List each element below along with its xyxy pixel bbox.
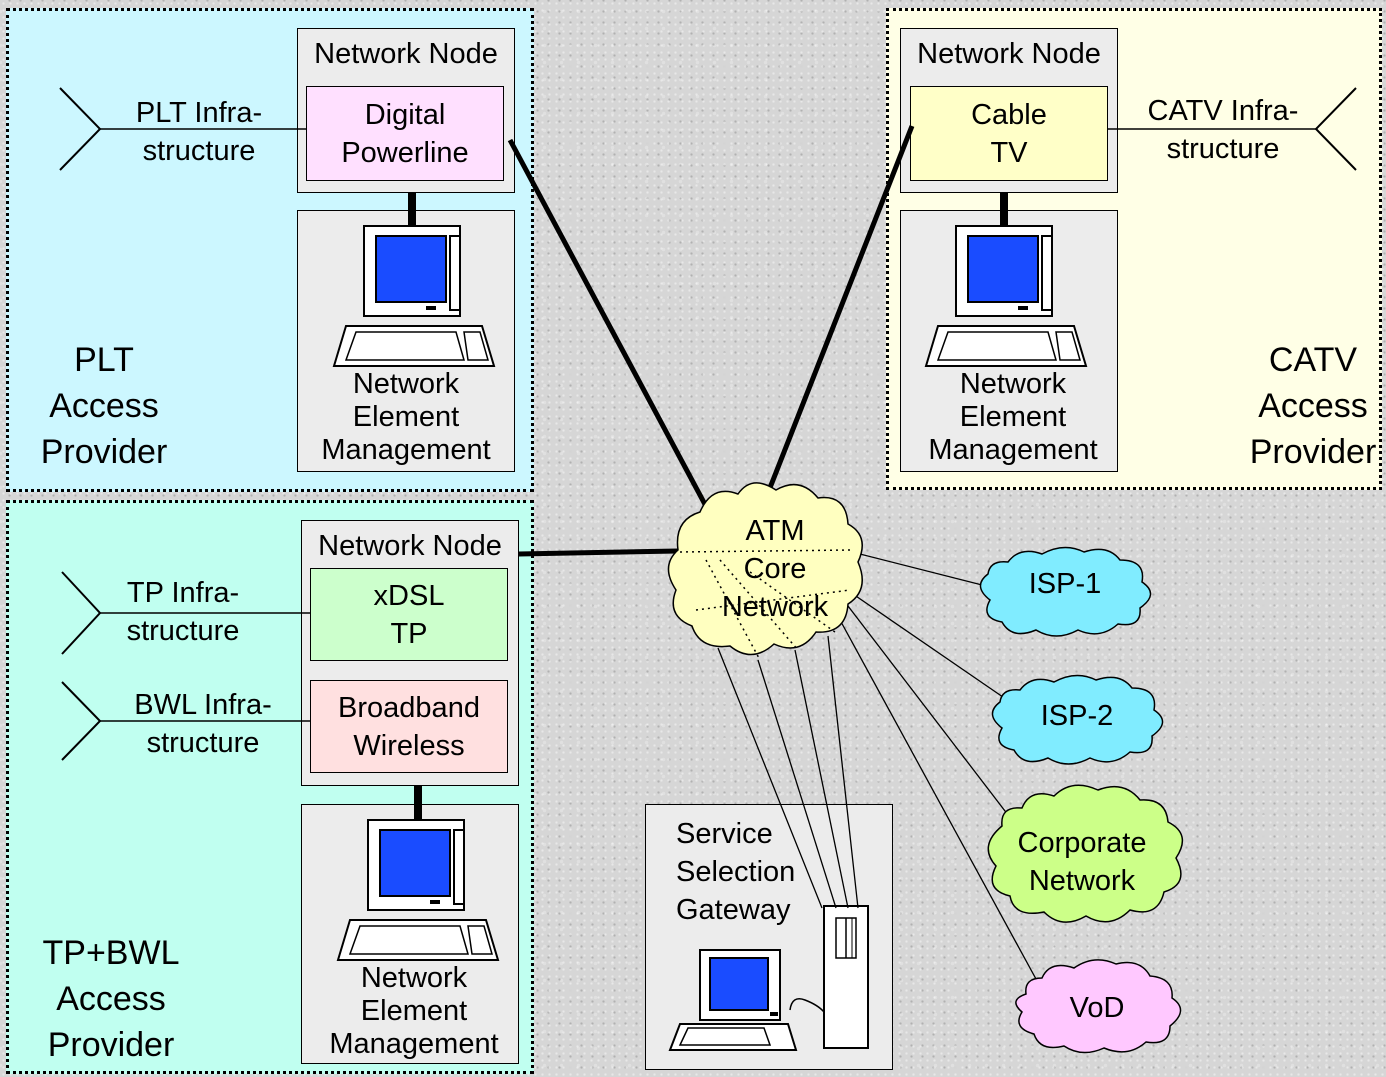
bwl-infra-chevron — [61, 681, 102, 761]
isp-2-cloud — [991, 674, 1164, 765]
plt-node-title: Network Node — [314, 38, 498, 70]
atm-core-network-cloud — [667, 482, 863, 661]
plt-computer-icon — [333, 225, 495, 367]
vod-cloud — [1015, 959, 1182, 1054]
tp-infra-chevron — [61, 571, 102, 655]
cable-tv-line1: Cable — [971, 98, 1047, 131]
cable-tv-line2: TV — [990, 136, 1028, 169]
broadband-wireless-line1: Broadband — [338, 691, 480, 724]
tpbwl-node-title: Network Node — [318, 530, 502, 562]
catv-trunk-line — [763, 125, 915, 499]
xdsl-line1: xDSL — [373, 579, 445, 612]
catv-infra-chevron — [1314, 87, 1357, 171]
vod-label: VoD — [1069, 992, 1125, 1024]
plt-infra-label: PLT Infra-structure — [135, 97, 263, 167]
service-links — [839, 551, 1043, 991]
broadband-wireless-line2: Wireless — [353, 729, 465, 762]
digital-powerline-line1: Digital — [364, 98, 446, 131]
plt-node-nem-connector — [408, 193, 416, 231]
catv-infra-label: CATV Infra-structure — [1147, 95, 1299, 165]
ssg-links — [717, 635, 859, 909]
tp-infra-label: TP Infra-structure — [126, 577, 240, 647]
bwl-infra-label: BWL Infra-structure — [134, 689, 272, 759]
plt-infra-chevron — [59, 87, 102, 171]
corporate-network-cloud — [987, 784, 1184, 923]
tpbwl-node-nem-connector — [414, 786, 422, 824]
plt-trunk-line — [507, 138, 711, 512]
isp-1-cloud — [979, 546, 1152, 637]
catv-node-nem-connector — [1000, 193, 1008, 231]
catv-node-title: Network Node — [917, 38, 1101, 70]
xdsl-line2: TP — [390, 617, 428, 650]
xdsl-tp-module: xDSL TP — [310, 568, 508, 661]
isp-2-label: ISP-2 — [1040, 700, 1114, 732]
isp-1-label: ISP-1 — [1028, 568, 1102, 600]
catv-computer-icon — [925, 225, 1087, 367]
tpbwl-trunk-line — [518, 548, 679, 557]
digital-powerline-line2: Powerline — [341, 136, 469, 169]
ssg-server-tower-icon — [789, 905, 869, 1049]
ssg-computer-icon — [668, 949, 798, 1051]
tpbwl-computer-icon — [337, 819, 499, 961]
